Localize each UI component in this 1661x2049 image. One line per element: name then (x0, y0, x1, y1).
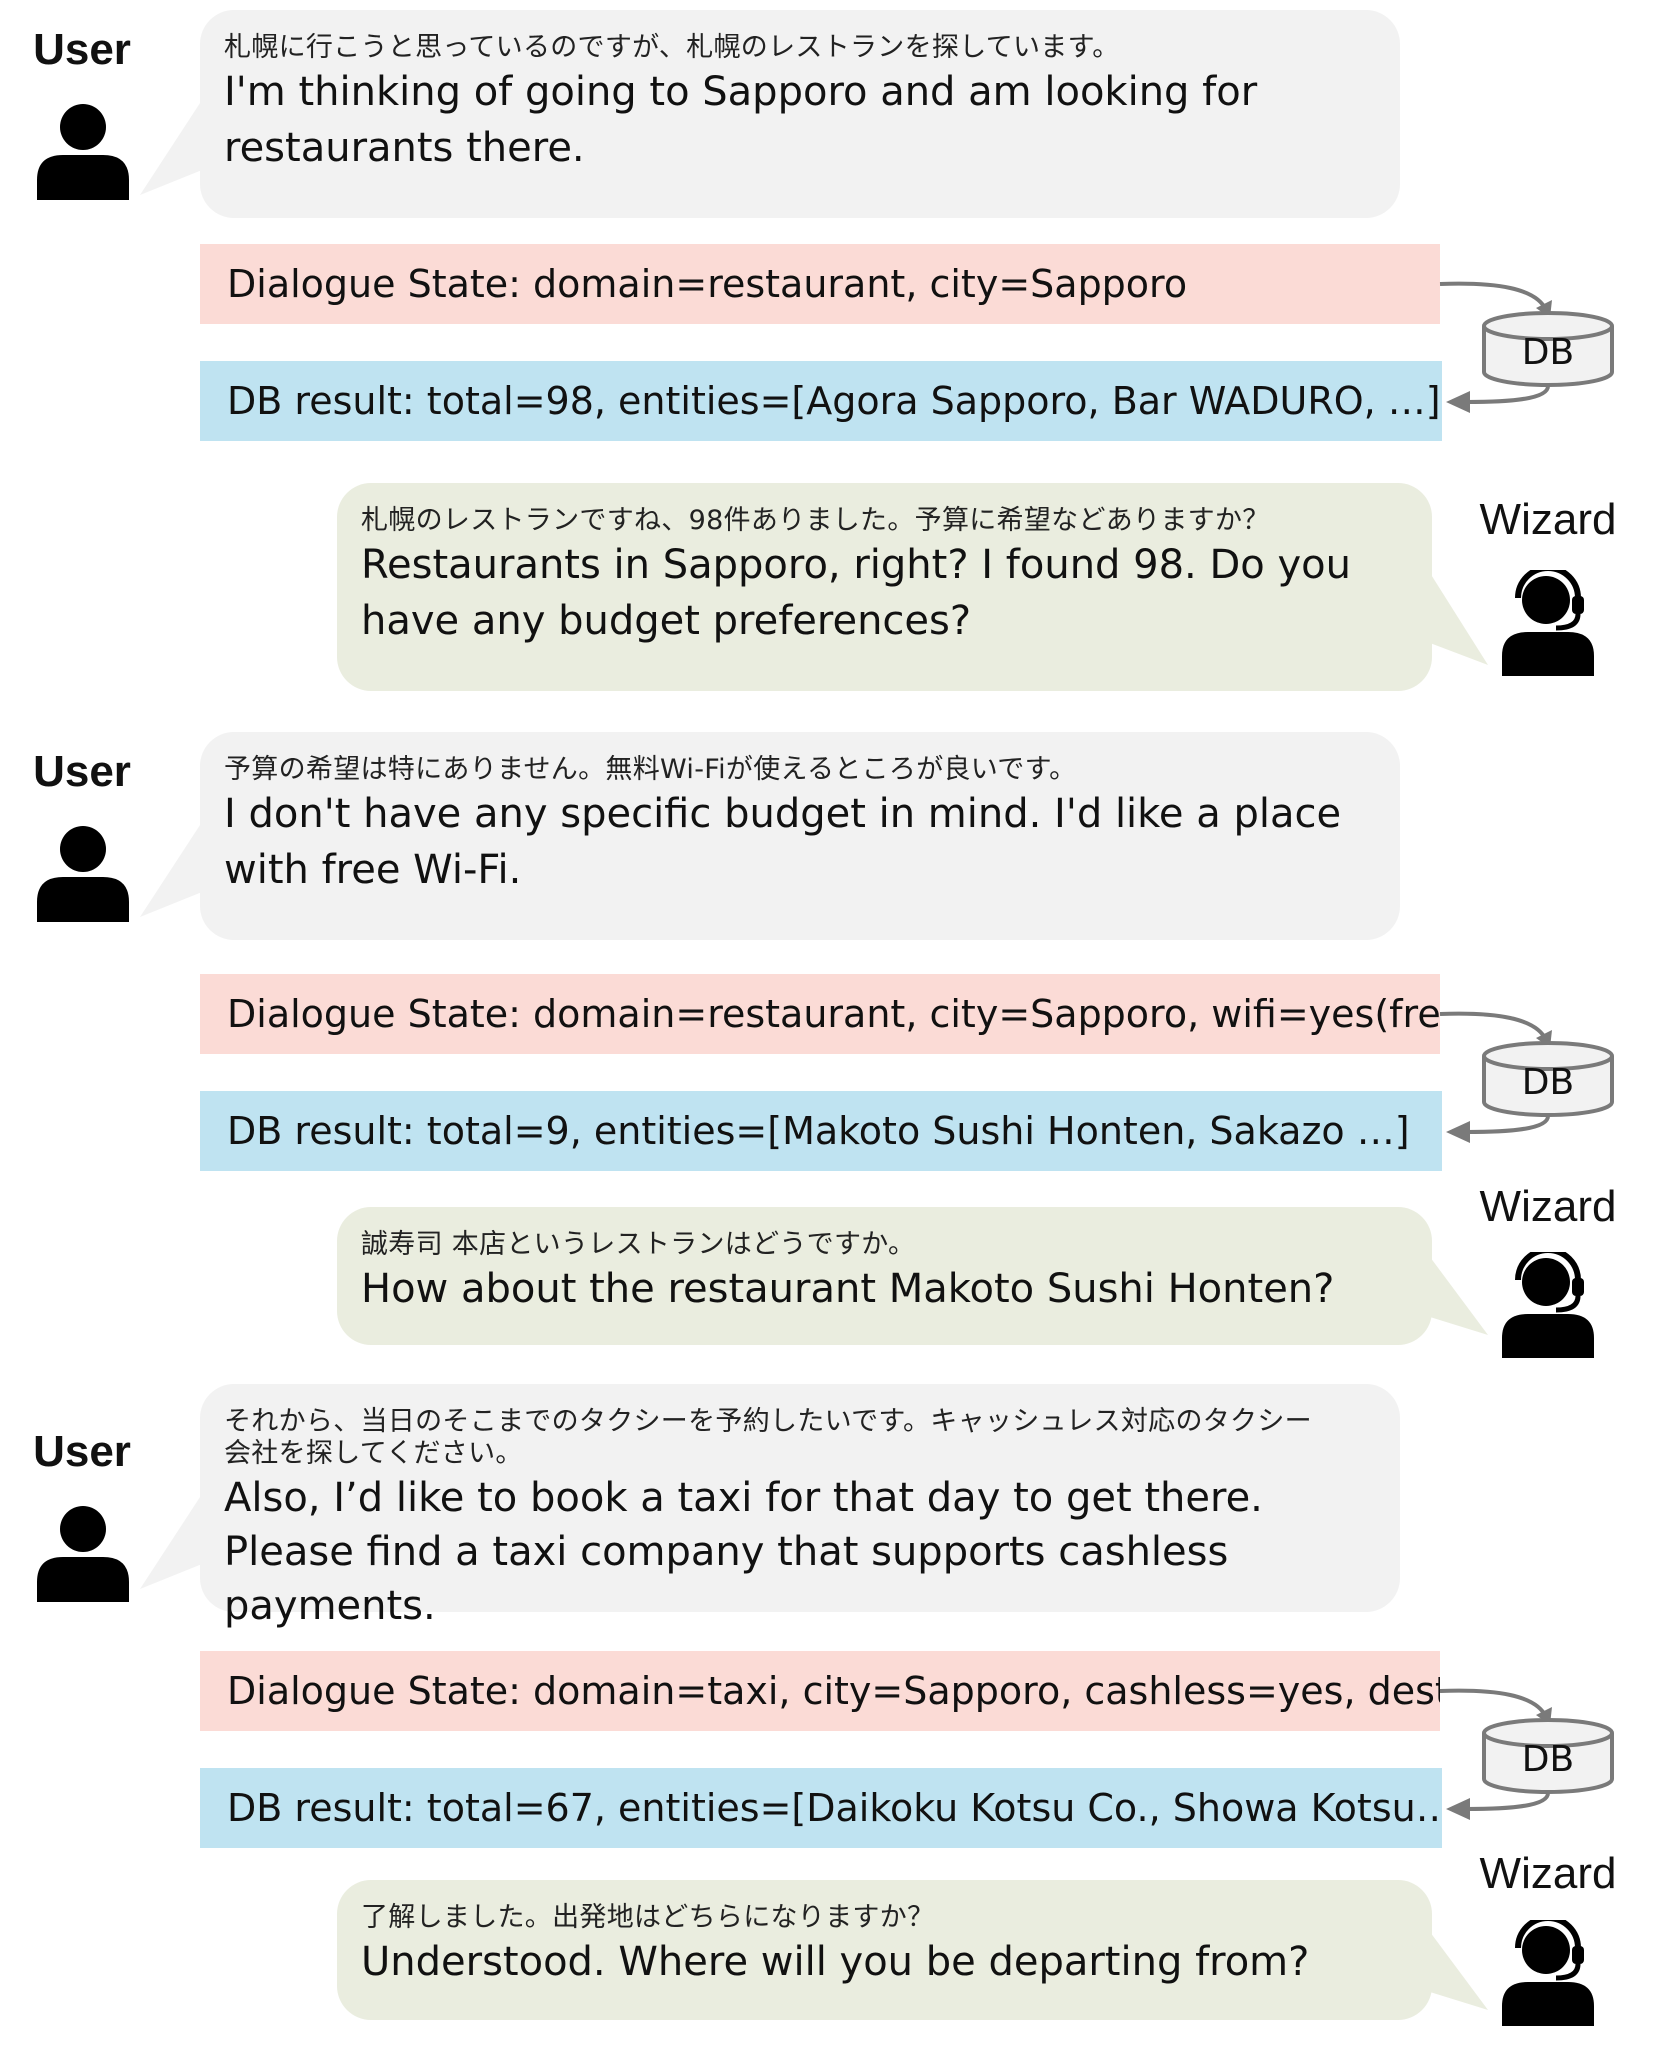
db-result-bar: DB result: total=98, entities=[Agora Sap… (200, 361, 1442, 441)
wizard-label: Wizard (1479, 1182, 1617, 1231)
wizard-bubble: 誠寿司 本店というレストランはどうですか。 How about the rest… (337, 1207, 1488, 1345)
wizard-utterance-en: How about the restaurant Makoto Sushi Ho… (361, 1266, 1335, 1313)
db-result-bar: DB result: total=9, entities=[Makoto Sus… (200, 1091, 1442, 1171)
db-flow-graphic (1439, 1688, 1614, 1820)
dialogue-state-bar: Dialogue State: domain=restaurant, city=… (200, 244, 1440, 324)
wizard-utterance-ja: 了解しました。出発地はどちらになりますか？ (361, 1902, 935, 1933)
user-bubble: 札幌に行こうと思っているのですが、札幌のレストランを探しています。 I'm th… (140, 10, 1400, 218)
db-label: DB (1521, 332, 1575, 373)
user-person-icon (37, 104, 129, 200)
user-utterance-ja: 札幌に行こうと思っているのですが、札幌のレストランを探しています。 (224, 32, 1120, 63)
wizard-label: Wizard (1479, 1849, 1617, 1898)
database-cylinder-icon (1482, 1733, 1614, 1794)
wizard-utterance-en: Understood. Where will you be departing … (361, 1939, 1310, 1986)
wizard-utterance-ja: 誠寿司 本店というレストランはどうですか。 (361, 1229, 916, 1260)
dialogue-state-bar: Dialogue State: domain=restaurant, city=… (200, 974, 1440, 1054)
bubble-tail (140, 822, 202, 917)
wizard-utterance-ja: 札幌のレストランですね、98件ありました。予算に希望などありますか？ (361, 505, 1270, 536)
user-label: User (33, 1427, 131, 1476)
db-flow-graphic (1439, 1011, 1614, 1143)
user-label: User (33, 747, 131, 796)
db-flow-graphic (1439, 281, 1614, 413)
wizard-headset-icon (1502, 570, 1594, 676)
wizard-bubble: 札幌のレストランですね、98件ありました。予算に希望などありますか？ Resta… (337, 483, 1488, 691)
bubble-tail (140, 100, 202, 195)
db-label: DB (1521, 1739, 1575, 1780)
user-person-icon (37, 1506, 129, 1602)
wizard-label: Wizard (1479, 495, 1617, 544)
user-utterance-ja: 予算の希望は特にありません。無料Wi-Fiが使えるところが良いです。 (224, 754, 1077, 785)
wizard-utterance-en: Restaurants in Sapporo, right? I found 9… (361, 542, 1351, 645)
wizard-headset-icon (1502, 1920, 1594, 2026)
db-result-bar: DB result: total=67, entities=[Daikoku K… (200, 1768, 1442, 1848)
database-cylinder-icon (1482, 326, 1614, 387)
bubble-tail (1430, 1932, 1488, 2010)
user-utterance-en: I don't have any specific budget in mind… (224, 791, 1342, 894)
user-bubble: それから、当日のそこまでのタクシーを予約したいです。キャッシュレス対応のタクシー… (140, 1384, 1400, 1629)
user-label: User (33, 25, 131, 74)
dialogue-state-bar: Dialogue State: domain=taxi, city=Sappor… (200, 1651, 1440, 1731)
bubble-tail (1430, 573, 1488, 665)
bubble-tail (140, 1494, 202, 1589)
user-bubble: 予算の希望は特にありません。無料Wi-Fiが使えるところが良いです。 I don… (140, 732, 1400, 940)
database-cylinder-icon (1482, 1056, 1614, 1117)
wizard-bubble: 了解しました。出発地はどちらになりますか？ Understood. Where … (337, 1880, 1488, 2020)
user-person-icon (37, 826, 129, 922)
bubble-tail (1430, 1257, 1488, 1335)
db-label: DB (1521, 1062, 1575, 1103)
wizard-headset-icon (1502, 1252, 1594, 1358)
user-utterance-ja: それから、当日のそこまでのタクシーを予約したいです。キャッシュレス対応のタクシー… (224, 1406, 1312, 1470)
user-utterance-en: Also, I’d like to book a taxi for that d… (224, 1474, 1263, 1629)
user-utterance-en: I'm thinking of going to Sapporo and am … (224, 69, 1258, 172)
